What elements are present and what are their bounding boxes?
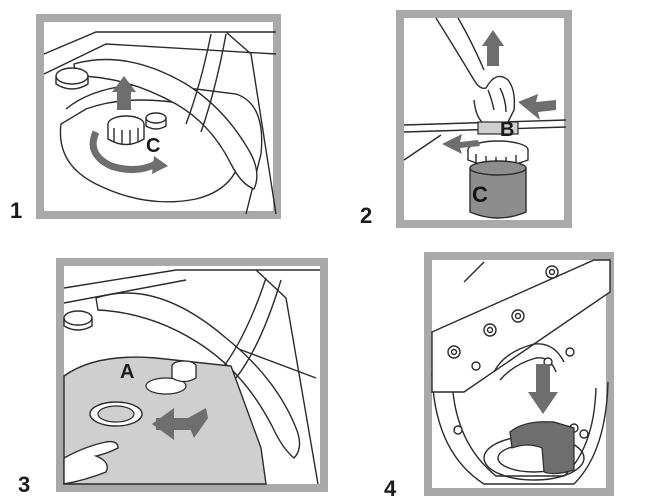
step-2-illustration: B C [396,10,572,228]
part-b-label: B [500,119,514,141]
filter-c-label: C [472,182,488,207]
step-3-panel: A [56,258,328,492]
step-1-number: 1 [10,198,23,223]
step-3-number: 3 [18,472,31,497]
step-3-illustration: A [56,258,328,492]
step-4-number: 4 [384,476,397,501]
filter-c-label: C [146,135,160,157]
step-4-panel [424,252,614,496]
plate-a-label: A [120,361,134,383]
step-2-panel: B C [396,10,572,228]
step-4-illustration [424,252,614,496]
step-1-panel: C [36,14,281,219]
step-1-illustration: C [36,14,281,219]
step-2-number: 2 [360,203,373,228]
